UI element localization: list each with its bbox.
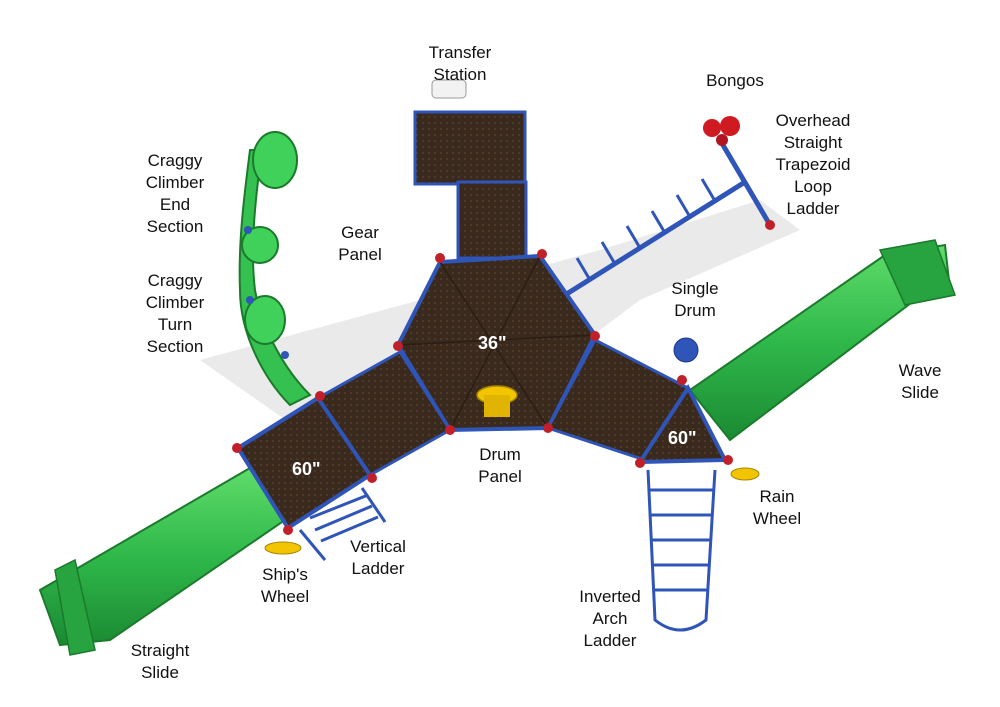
rain-wheel [730,467,760,481]
label-single-drum: Single Drum [671,279,719,320]
ships-wheel [264,541,302,555]
drum-panel [476,385,518,417]
center-deck-seams [397,255,596,431]
label-transfer-station: Transfer Station [428,43,492,84]
label-craggy-turn: Craggy Climber Turn Section [145,271,205,356]
label-bongos: Bongos [706,71,764,90]
label-drum-panel: Drum Panel [478,445,522,486]
craggy-climber [238,131,312,407]
label-straight-slide: Straight Slide [130,641,190,682]
label-vertical-ladder: Vertical Ladder [350,537,406,578]
label-wave-slide: Wave Slide [898,361,942,402]
label-inverted-arch-ladder: Inverted Arch Ladder [579,587,641,650]
left-deck-height: 60" [292,459,321,479]
label-gear-panel: Gear Panel [338,223,382,264]
right-deck [636,384,729,465]
vertical-ladder [298,487,387,561]
inverted-arch-ladder [646,469,717,632]
label-ships-wheel: Ship's Wheel [260,565,310,606]
center-deck-height: 36" [478,333,507,353]
overhead-ladder-rungs [575,178,717,281]
wave-slide [688,239,957,442]
label-overhead-ladder: Overhead Straight Trapezoid Loop Ladder [775,111,851,218]
transfer-station [413,79,528,260]
single-drum [673,337,699,363]
right-deck-height: 60" [668,428,697,448]
clamps [232,220,775,535]
bongos [703,116,740,146]
straight-slide [38,466,287,656]
label-craggy-end: Craggy Climber End Section [145,151,205,236]
label-rain-wheel: Rain Wheel [752,487,802,528]
